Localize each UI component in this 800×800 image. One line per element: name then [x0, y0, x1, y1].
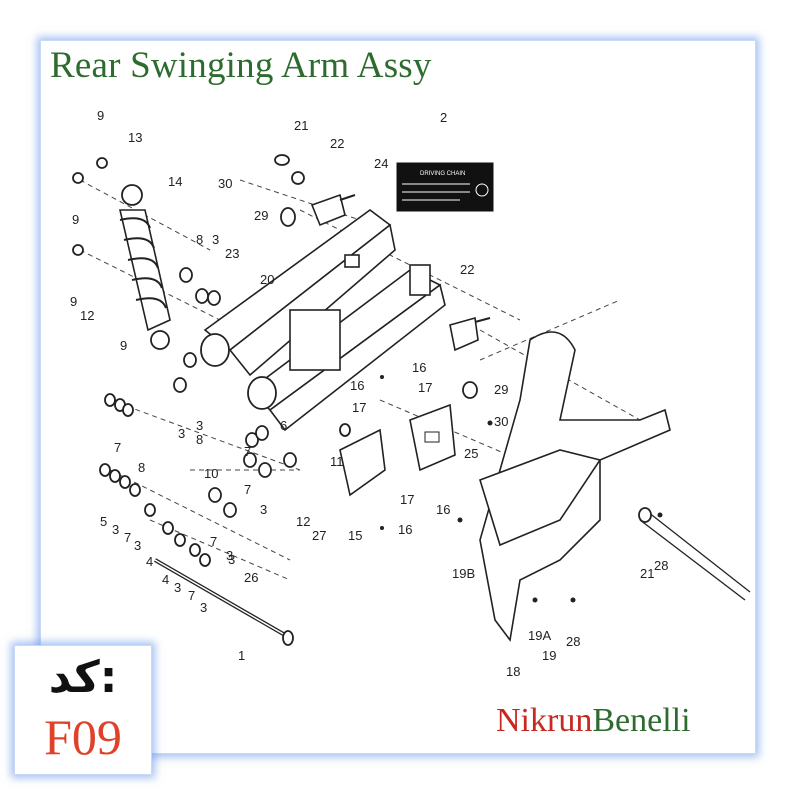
callout: 20: [260, 272, 274, 287]
callout: 7: [114, 440, 121, 455]
chain-adjuster-bottom: [449, 316, 491, 352]
swing-arm: [200, 209, 446, 432]
callout: 22: [330, 136, 344, 151]
code-value: F09: [44, 709, 122, 765]
callout: 30: [494, 414, 508, 429]
callout: 4: [146, 554, 153, 569]
chain-adjuster-top: [310, 193, 356, 227]
callout: 3: [178, 426, 185, 441]
chain-guide-25: [409, 403, 456, 472]
callout: 2: [440, 110, 447, 125]
callout: 22: [460, 262, 474, 277]
callout: 5: [100, 514, 107, 529]
callout: 19A: [528, 628, 551, 643]
callout: 25: [464, 446, 478, 461]
callout: 27: [312, 528, 326, 543]
callout: 7: [244, 482, 251, 497]
page-title: Rear Swinging Arm Assy: [50, 45, 432, 86]
callout: 9: [97, 108, 104, 123]
brand-name: NikrunBenelli: [496, 702, 691, 740]
callout: 19B: [452, 566, 475, 581]
callout: 23: [225, 246, 239, 261]
callout: 17: [418, 380, 432, 395]
diagram-frame: [40, 40, 756, 754]
driving-chain-sticker: DRIVING CHAIN: [396, 162, 494, 212]
brand-part-1: Nikrun: [496, 702, 593, 739]
rear-mudguard: [479, 331, 751, 642]
callout: 8: [196, 232, 203, 247]
callout: 8: [138, 460, 145, 475]
callout: 30: [218, 176, 232, 191]
callout: 18: [506, 664, 520, 679]
callout: 3: [196, 418, 203, 433]
callout: 15: [348, 528, 362, 543]
callout: 21: [294, 118, 308, 133]
callout: 28: [654, 558, 668, 573]
callout: 16: [436, 502, 450, 517]
callout: 16: [412, 360, 426, 375]
callout: 24: [374, 156, 388, 171]
part-code-box: کد: F09: [14, 645, 152, 775]
code-label: کد:: [48, 652, 118, 703]
callout: 6: [280, 418, 287, 433]
callout: 3: [226, 548, 233, 563]
callout-labels: 9 13 14 21 22 2 24 30 29 8 3 23 20 9 12 …: [70, 108, 668, 679]
callout: 9: [70, 294, 77, 309]
callout: 16: [350, 378, 364, 393]
pivot-bolt: [154, 558, 294, 646]
callout: 29: [254, 208, 268, 223]
callout: 7: [244, 444, 251, 459]
callout: 12: [296, 514, 310, 529]
callout: 17: [352, 400, 366, 415]
callout: 11: [330, 454, 344, 469]
callout: 7: [188, 588, 195, 603]
callout: 1: [238, 648, 245, 663]
callout: 28: [566, 634, 580, 649]
callout: 7: [210, 534, 217, 549]
callout: 7: [124, 530, 131, 545]
callout: 9: [72, 212, 79, 227]
callout: 9: [120, 338, 127, 353]
callout: 3: [212, 232, 219, 247]
shock-absorber: [118, 184, 171, 350]
callout: 3: [200, 600, 207, 615]
callout: 4: [162, 572, 169, 587]
callout: 12: [80, 308, 94, 323]
callout: 13: [128, 130, 142, 145]
callout: 8: [196, 432, 203, 447]
callout: 3: [260, 502, 267, 517]
callout: 3: [134, 538, 141, 553]
callout: 29: [494, 382, 508, 397]
sticker-heading: DRIVING CHAIN: [420, 171, 465, 177]
callout: 3: [112, 522, 119, 537]
callout: 10: [204, 466, 218, 481]
callout: 3: [228, 552, 235, 567]
brand-part-2: Benelli: [592, 702, 691, 739]
washers-and-bearings: [72, 154, 663, 603]
callout: 14: [168, 174, 182, 189]
callout: 3: [174, 580, 181, 595]
callout: 17: [400, 492, 414, 507]
callout: 26: [244, 570, 258, 585]
callout: 21: [640, 566, 654, 581]
callout: 16: [398, 522, 412, 537]
callout: 19: [542, 648, 556, 663]
bracket-15: [339, 428, 386, 497]
